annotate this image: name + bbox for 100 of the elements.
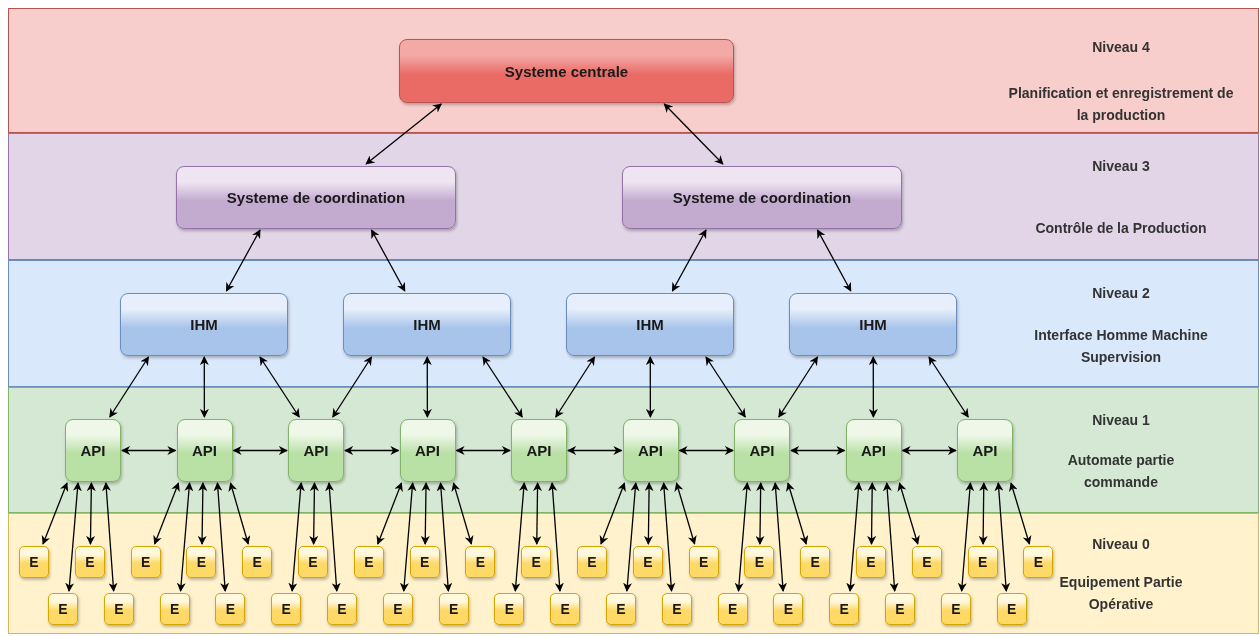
arrow: [555, 356, 596, 418]
hmi-box: IHM: [566, 293, 734, 356]
arrow: [790, 446, 846, 455]
arrow: [399, 482, 417, 592]
arrow: [671, 229, 707, 292]
arrow: [213, 482, 230, 592]
arrow: [41, 482, 69, 545]
arrow: [232, 446, 288, 455]
equipment-box: E: [409, 546, 440, 578]
arrow: [978, 482, 989, 545]
arrow: [678, 446, 734, 455]
arrow: [623, 482, 640, 592]
arrow: [344, 446, 400, 455]
equipment-box: E: [74, 546, 105, 578]
arrow: [645, 356, 655, 418]
arrow: [197, 482, 208, 545]
equipment-box: E: [48, 593, 78, 625]
level-title: Niveau 2: [1091, 285, 1151, 301]
equipment-box: E: [856, 546, 886, 578]
level-band: [8, 387, 1259, 513]
system-box: Systeme centrale: [399, 39, 734, 103]
level-title: Niveau 4: [1091, 39, 1151, 55]
controller-box: API: [622, 419, 679, 482]
arrow: [288, 482, 305, 592]
controller-box: API: [511, 419, 567, 482]
equipment-box: E: [159, 593, 190, 625]
hmi-box: IHM: [343, 293, 511, 356]
equipment-box: E: [744, 546, 775, 578]
arrow: [1009, 482, 1032, 545]
equipment-box: E: [577, 546, 607, 578]
equipment-box: E: [130, 546, 161, 578]
arrow: [482, 356, 523, 418]
arrow: [309, 482, 319, 545]
level-band: [8, 133, 1259, 260]
equipment-box: E: [688, 546, 719, 578]
arrow: [259, 356, 300, 418]
arrow: [901, 446, 957, 455]
controller-box: API: [288, 419, 344, 482]
hmi-box: IHM: [120, 293, 288, 356]
arrow: [109, 356, 150, 418]
controller-box: API: [399, 419, 456, 482]
system-box: Systeme de coordination: [622, 166, 902, 229]
equipment-box: E: [606, 593, 636, 625]
level-description: Interface Homme Machine Supervision: [1033, 326, 1209, 367]
equipment-box: E: [103, 593, 134, 625]
equipment-box: E: [353, 546, 384, 578]
level-band: [8, 8, 1259, 133]
equipment-box: E: [1023, 546, 1054, 578]
controller-box: API: [957, 419, 1013, 482]
arrow: [228, 482, 251, 545]
level-title: Niveau 3: [1091, 158, 1151, 174]
arrow: [567, 446, 623, 455]
arrow: [674, 482, 697, 545]
level-band: [8, 513, 1259, 634]
equipment-box: E: [967, 546, 998, 578]
arrow: [882, 482, 899, 592]
arrow: [511, 482, 528, 592]
arrow: [370, 229, 406, 292]
arrow: [455, 446, 511, 455]
equipment-box: E: [327, 593, 357, 625]
arrow: [176, 482, 194, 592]
arrow: [548, 482, 564, 592]
controller-box: API: [176, 419, 233, 482]
arrow: [365, 103, 442, 165]
arrow: [436, 482, 453, 592]
level-description: Planification et enregistrement de la production: [1007, 84, 1235, 125]
arrow: [420, 482, 431, 545]
controller-box: API: [734, 419, 790, 482]
arrow: [659, 482, 676, 592]
arrow: [957, 482, 975, 592]
arrow: [705, 356, 746, 418]
arrow: [451, 482, 474, 545]
arrow: [599, 482, 626, 545]
arrow: [422, 356, 432, 418]
equipment-box: E: [19, 546, 49, 578]
arrow: [332, 356, 373, 418]
level-band: [8, 260, 1259, 387]
arrow: [153, 482, 180, 545]
arrow: [928, 356, 969, 418]
controller-box: API: [65, 419, 121, 482]
equipment-box: E: [382, 593, 413, 625]
equipment-box: E: [911, 546, 942, 578]
level-description: Equipement Partie Opérative: [1058, 573, 1184, 614]
equipment-box: E: [829, 593, 860, 625]
equipment-box: E: [661, 593, 692, 625]
arrow: [816, 229, 852, 292]
equipment-box: E: [438, 593, 469, 625]
arrow: [663, 103, 724, 165]
equipment-box: E: [465, 546, 496, 578]
arrow: [225, 229, 261, 292]
equipment-box: E: [186, 546, 217, 578]
arrow: [121, 446, 177, 455]
level-description: Automate partie commande: [1066, 451, 1176, 492]
controller-box: API: [845, 419, 902, 482]
equipment-box: E: [550, 593, 581, 625]
arrow: [897, 482, 920, 545]
hmi-box: IHM: [789, 293, 957, 356]
arrow: [643, 482, 654, 545]
equipment-box: E: [773, 593, 804, 625]
arrow: [199, 356, 209, 418]
